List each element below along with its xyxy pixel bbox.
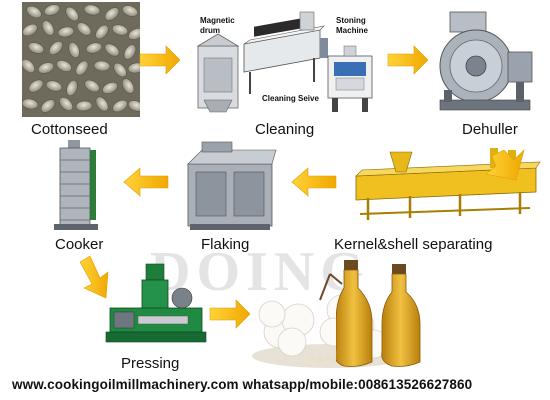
stage-label-cleaning: Cleaning <box>255 121 315 138</box>
magnetic-drum <box>196 33 240 113</box>
oil-bottle-left <box>336 260 373 367</box>
stage-label-cottonseed: Cottonseed <box>31 121 108 138</box>
cleaning-sieve <box>243 11 328 94</box>
dehuller-image <box>439 11 533 111</box>
kernel-shell-separator-image <box>355 148 541 220</box>
arrow-cottonseed-to-cleaning <box>139 45 181 75</box>
stage-label-flaking: Flaking <box>201 236 250 253</box>
cottonseed-image <box>22 2 140 117</box>
arrow-flaking-to-cooker <box>123 167 169 197</box>
cleaning-machines-image <box>196 11 373 113</box>
oil-press-image <box>105 263 207 343</box>
stoning-machine-label: Stoning Machine <box>336 16 368 36</box>
magnetic-drum-label-line1: Magnetic <box>200 16 235 25</box>
oil-bottles-image <box>336 260 421 367</box>
stoning-machine-label-line1: Stoning <box>336 16 366 25</box>
magnetic-drum-label-line2: drum <box>200 26 220 35</box>
stage-label-kernel-shell: Kernel&shell separating <box>334 236 493 253</box>
stage-label-dehuller: Dehuller <box>462 121 518 138</box>
magnetic-drum-label: Magnetic drum <box>200 16 235 36</box>
stage-label-cooker: Cooker <box>55 236 104 253</box>
cooker-image <box>54 140 98 230</box>
oil-bottle-right <box>381 264 421 367</box>
stage-label-pressing: Pressing <box>121 355 180 372</box>
cleaning-sieve-label: Cleaning Seive <box>262 94 319 103</box>
arrow-cleaning-to-dehuller <box>387 45 429 75</box>
flaking-machine-image <box>187 141 277 230</box>
stoning-machine <box>327 45 373 112</box>
footer-contact: www.cookingoilmillmachinery.com whatsapp… <box>12 377 473 392</box>
arrow-separator-to-flaking <box>291 167 337 197</box>
arrow-pressing-to-products <box>209 299 251 329</box>
stoning-machine-label-line2: Machine <box>336 26 369 35</box>
